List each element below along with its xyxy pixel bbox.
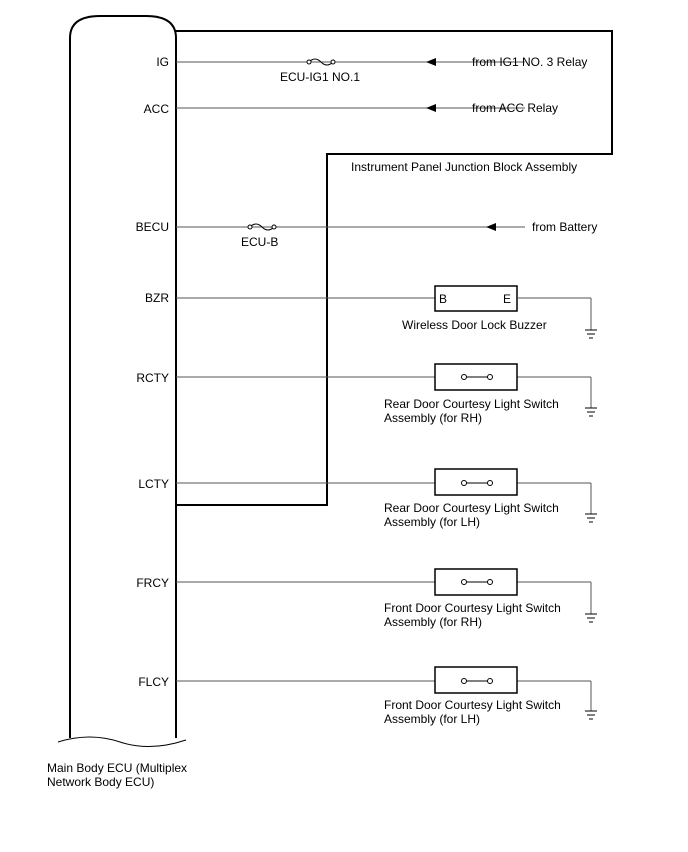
ig-arrow-icon (426, 58, 436, 66)
switch-front-rh-label-2: Assembly (for RH) (384, 615, 482, 629)
pin-acc-label: ACC (144, 102, 170, 116)
ecu-break-line (57, 736, 187, 748)
switch-front-lh-box (434, 666, 518, 694)
switch-front-lh-label-2: Assembly (for LH) (384, 712, 480, 726)
buzzer-box (434, 285, 518, 312)
switch-rear-lh-label-2: Assembly (for LH) (384, 515, 480, 529)
source-battery: from Battery (532, 220, 597, 234)
ground-icon (585, 407, 597, 417)
fuse-ecu-ig1-terminal-right (330, 59, 336, 65)
acc-arrow-icon (426, 104, 436, 112)
ecu-name-line-1: Main Body ECU (Multiplex (47, 761, 187, 775)
switch-front-lh-contact-icon (461, 678, 493, 684)
switch-rear-lh-box (434, 468, 518, 496)
fuse-ecu-b-label: ECU-B (241, 235, 278, 249)
ground-icon (585, 710, 597, 720)
fuse-ecu-b-icon (249, 223, 275, 231)
source-acc-relay: from ACC Relay (472, 101, 558, 115)
ecu-outline (69, 15, 177, 738)
source-ig1-relay: from IG1 NO. 3 Relay (472, 55, 587, 69)
buzzer-label: Wireless Door Lock Buzzer (402, 318, 547, 332)
becu-arrow-icon (486, 223, 496, 231)
buzzer-term-b: B (439, 292, 447, 306)
fuse-ecu-ig1-terminal-left (306, 59, 312, 65)
pin-flcy-label: FLCY (138, 675, 169, 689)
ground-icon (585, 613, 597, 623)
switch-rear-lh-contact-icon (461, 480, 493, 486)
switch-rear-rh-contact-icon (461, 374, 493, 380)
ground-icon (585, 329, 597, 339)
switch-front-rh-label-1: Front Door Courtesy Light Switch (384, 601, 561, 615)
ecu-name-line-2: Network Body ECU) (47, 775, 154, 789)
switch-rear-rh-label-1: Rear Door Courtesy Light Switch (384, 397, 559, 411)
ground-icon (585, 513, 597, 523)
switch-front-lh-label-1: Front Door Courtesy Light Switch (384, 698, 561, 712)
pin-bzr-label: BZR (145, 291, 169, 305)
buzzer-term-e: E (503, 292, 511, 306)
switch-rear-rh-label-2: Assembly (for RH) (384, 411, 482, 425)
switch-front-rh-contact-icon (461, 579, 493, 585)
pin-becu-label: BECU (136, 220, 169, 234)
pin-rcty-label: RCTY (136, 371, 169, 385)
switch-rear-lh-label-1: Rear Door Courtesy Light Switch (384, 501, 559, 515)
fuse-ecu-ig1-icon (308, 58, 334, 66)
pin-lcty-label: LCTY (138, 477, 169, 491)
fuse-ecu-b-terminal-left (247, 224, 253, 230)
junction-block-outline (176, 30, 613, 506)
fuse-ecu-b-terminal-right (271, 224, 277, 230)
fuse-ecu-ig1-label: ECU-IG1 NO.1 (280, 70, 360, 84)
pin-frcy-label: FRCY (136, 576, 169, 590)
junction-block-label: Instrument Panel Junction Block Assembly (351, 160, 577, 174)
pin-ig-label: IG (156, 55, 169, 69)
